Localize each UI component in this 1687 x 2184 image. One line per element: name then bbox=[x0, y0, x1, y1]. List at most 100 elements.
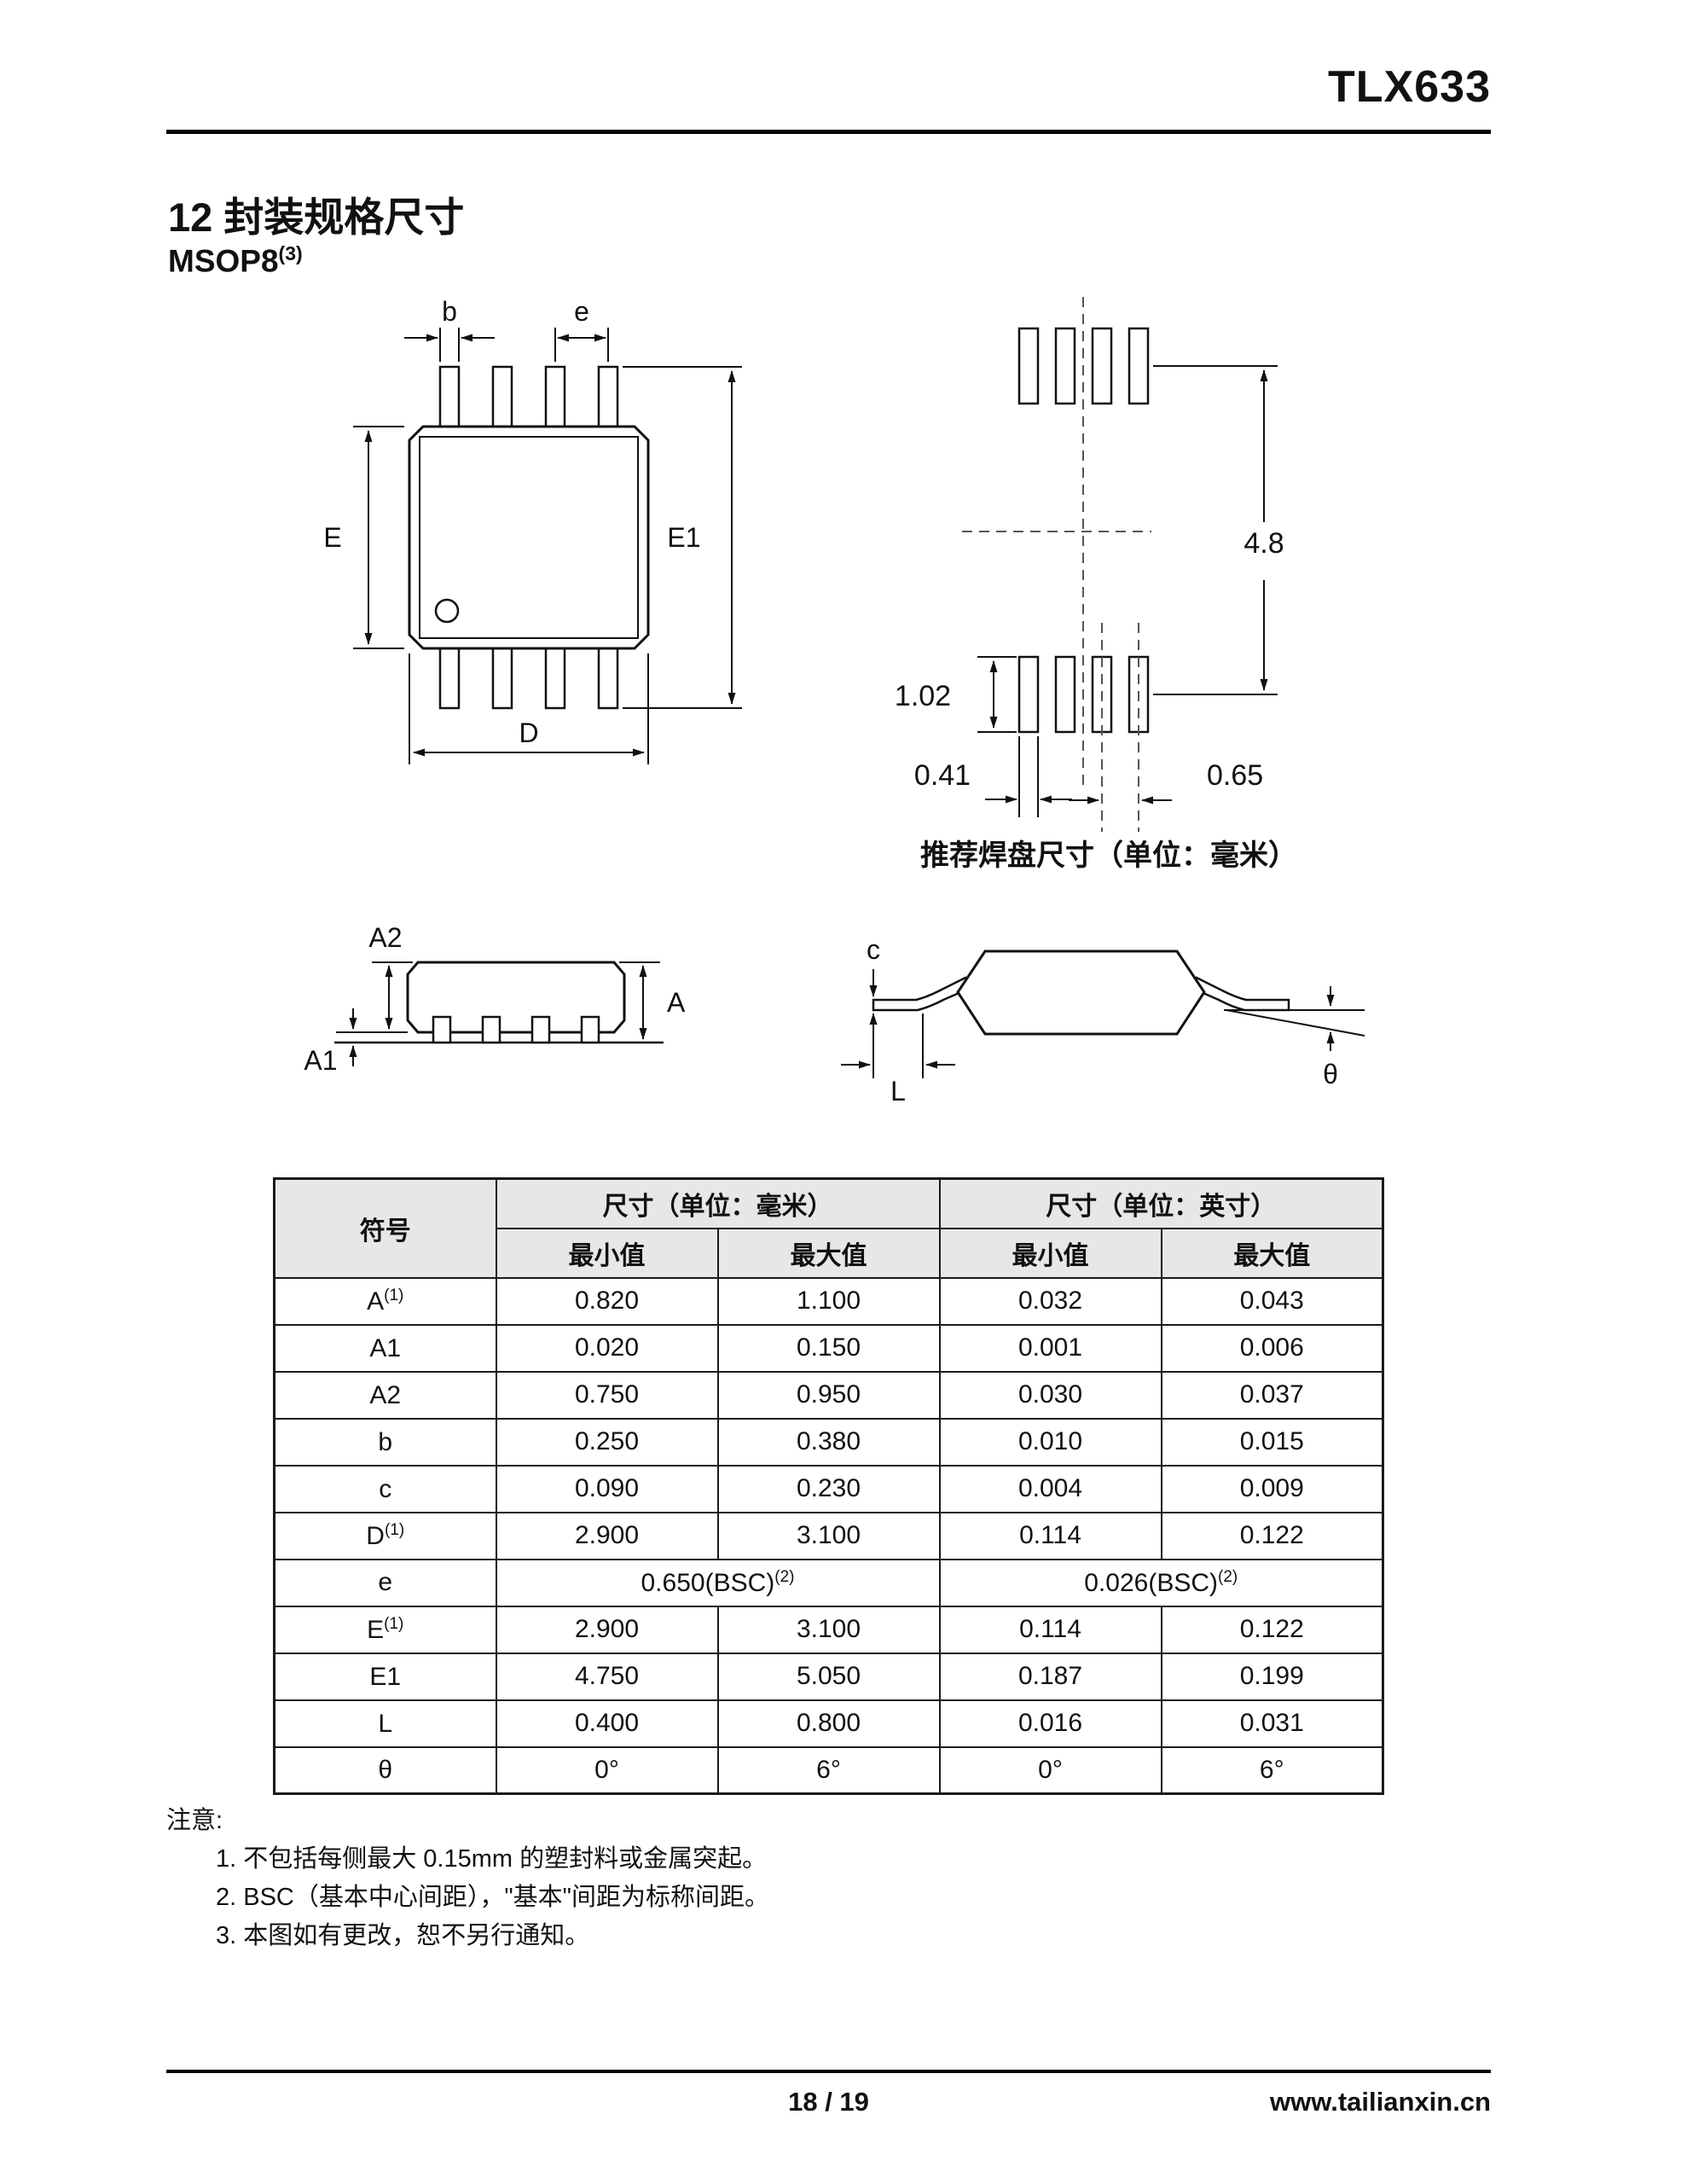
dim-label-pitch: 0.65 bbox=[1207, 759, 1263, 792]
package-name-sup: (3) bbox=[278, 242, 303, 264]
lead bbox=[530, 1015, 551, 1044]
website: www.tailianxin.cn bbox=[1270, 2087, 1491, 2117]
symbol-sup: (1) bbox=[384, 1614, 404, 1633]
symbol-text: D bbox=[366, 1521, 385, 1550]
cell-symbol: L bbox=[273, 1699, 497, 1748]
dim-label-A: A bbox=[667, 987, 686, 1018]
pin bbox=[438, 645, 461, 710]
table-row: e 0.650(BSC)(2) 0.026(BSC)(2) bbox=[273, 1558, 1384, 1607]
cell-symbol: c bbox=[273, 1464, 497, 1513]
pad bbox=[1054, 327, 1076, 405]
cell-value: 0.230 bbox=[716, 1464, 941, 1513]
cell-value-merged: 0.650(BSC)(2) bbox=[495, 1558, 941, 1607]
header-mm-min: 最小值 bbox=[495, 1227, 719, 1279]
package-body-inner bbox=[419, 436, 639, 639]
top-view-diagram: b e E E1 D bbox=[323, 296, 742, 764]
cell-value: 0.004 bbox=[938, 1464, 1162, 1513]
pin bbox=[438, 365, 461, 430]
cell-value: 3.100 bbox=[716, 1605, 941, 1654]
lead bbox=[580, 1015, 600, 1044]
notes-title: 注意: bbox=[166, 1807, 223, 1834]
table-row: E(1) 2.900 3.100 0.114 0.122 bbox=[273, 1605, 1384, 1654]
cell-value: 0.030 bbox=[938, 1370, 1162, 1420]
side-view-diagram: A2 A A1 bbox=[304, 922, 686, 1076]
note-item: 3. 本图如有更改，恕不另行通知。 bbox=[216, 1922, 590, 1949]
cell-value: 0.090 bbox=[495, 1464, 719, 1513]
cell-value: 0.010 bbox=[938, 1417, 1162, 1467]
merged-text: 0.650(BSC) bbox=[641, 1568, 775, 1597]
cell-value: 0.122 bbox=[1160, 1605, 1384, 1654]
dimension-lines bbox=[977, 365, 1278, 817]
dimension-lines bbox=[336, 961, 660, 1066]
cell-value: 0° bbox=[495, 1745, 719, 1795]
header-inch: 尺寸（单位：英寸） bbox=[938, 1177, 1384, 1229]
lead bbox=[481, 1015, 501, 1044]
cell-symbol: θ bbox=[273, 1745, 497, 1795]
cell-value: 0.032 bbox=[938, 1276, 1162, 1326]
cell-value: 0.009 bbox=[1160, 1464, 1384, 1513]
cell-value: 0.750 bbox=[495, 1370, 719, 1420]
centerlines bbox=[962, 297, 1151, 832]
pad bbox=[1091, 327, 1113, 405]
dim-label-E1: E1 bbox=[667, 522, 700, 553]
dim-label-A1: A1 bbox=[304, 1045, 337, 1076]
cell-value: 0° bbox=[938, 1745, 1162, 1795]
cell-value: 0.001 bbox=[938, 1323, 1162, 1373]
lead-left bbox=[872, 976, 972, 1012]
cell-value: 0.031 bbox=[1160, 1699, 1384, 1748]
cell-value: 0.114 bbox=[938, 1605, 1162, 1654]
symbol-sup: (1) bbox=[384, 1286, 404, 1304]
cell-symbol: D(1) bbox=[273, 1511, 497, 1560]
dim-label-A2: A2 bbox=[368, 922, 402, 953]
pad bbox=[1128, 327, 1150, 405]
header-symbol: 符号 bbox=[273, 1177, 497, 1279]
lead-right bbox=[1190, 976, 1290, 1012]
cell-value: 0.037 bbox=[1160, 1370, 1384, 1420]
cell-value: 0.114 bbox=[938, 1511, 1162, 1560]
cell-value: 0.820 bbox=[495, 1276, 719, 1326]
dim-label-E: E bbox=[323, 522, 341, 553]
symbol-text: A1 bbox=[369, 1333, 402, 1362]
pad-layout-caption: 推荐焊盘尺寸（单位：毫米） bbox=[920, 839, 1297, 872]
table-row: b 0.250 0.380 0.010 0.015 bbox=[273, 1417, 1384, 1467]
cell-value: 0.400 bbox=[495, 1699, 719, 1748]
table-row: D(1) 2.900 3.100 0.114 0.122 bbox=[273, 1511, 1384, 1560]
header-mm-max: 最大值 bbox=[716, 1227, 941, 1279]
table-row: A2 0.750 0.950 0.030 0.037 bbox=[273, 1370, 1384, 1420]
footer-rule bbox=[166, 2070, 1491, 2073]
dim-label-pad-length: 1.02 bbox=[895, 680, 951, 712]
package-body-side bbox=[956, 950, 1206, 1036]
symbol-text: b bbox=[378, 1427, 393, 1456]
pad bbox=[1017, 655, 1040, 734]
header-mm: 尺寸（单位：毫米） bbox=[495, 1177, 941, 1229]
symbol-text: A2 bbox=[369, 1380, 402, 1409]
dim-label-span: 4.8 bbox=[1244, 527, 1284, 560]
merged-sup: (2) bbox=[774, 1567, 795, 1586]
package-subtitle: MSOP8(3) bbox=[168, 242, 303, 279]
cell-value: 2.900 bbox=[495, 1605, 719, 1654]
cell-value: 0.150 bbox=[716, 1323, 941, 1373]
table-row: E1 4.750 5.050 0.187 0.199 bbox=[273, 1652, 1384, 1701]
symbol-text: E1 bbox=[369, 1662, 402, 1691]
table-row: A1 0.020 0.150 0.001 0.006 bbox=[273, 1323, 1384, 1373]
pin bbox=[491, 645, 513, 710]
pin bbox=[544, 365, 566, 430]
dim-label-e: e bbox=[574, 296, 589, 327]
table-row: c 0.090 0.230 0.004 0.009 bbox=[273, 1464, 1384, 1513]
symbol-text: L bbox=[378, 1709, 393, 1738]
cell-symbol: E1 bbox=[273, 1652, 497, 1701]
cell-value: 0.006 bbox=[1160, 1323, 1384, 1373]
cell-value: 0.015 bbox=[1160, 1417, 1384, 1467]
symbol-sup: (1) bbox=[384, 1520, 405, 1539]
cell-symbol: A2 bbox=[273, 1370, 497, 1420]
cell-value: 6° bbox=[716, 1745, 941, 1795]
pin bbox=[491, 365, 513, 430]
cell-value: 0.800 bbox=[716, 1699, 941, 1748]
package-name: MSOP8 bbox=[168, 243, 279, 279]
cell-value: 3.100 bbox=[716, 1511, 941, 1560]
cell-value-merged: 0.026(BSC)(2) bbox=[938, 1558, 1384, 1607]
pad bbox=[1017, 327, 1040, 405]
pins bbox=[438, 365, 619, 710]
leads bbox=[432, 1015, 600, 1044]
cell-value: 2.900 bbox=[495, 1511, 719, 1560]
